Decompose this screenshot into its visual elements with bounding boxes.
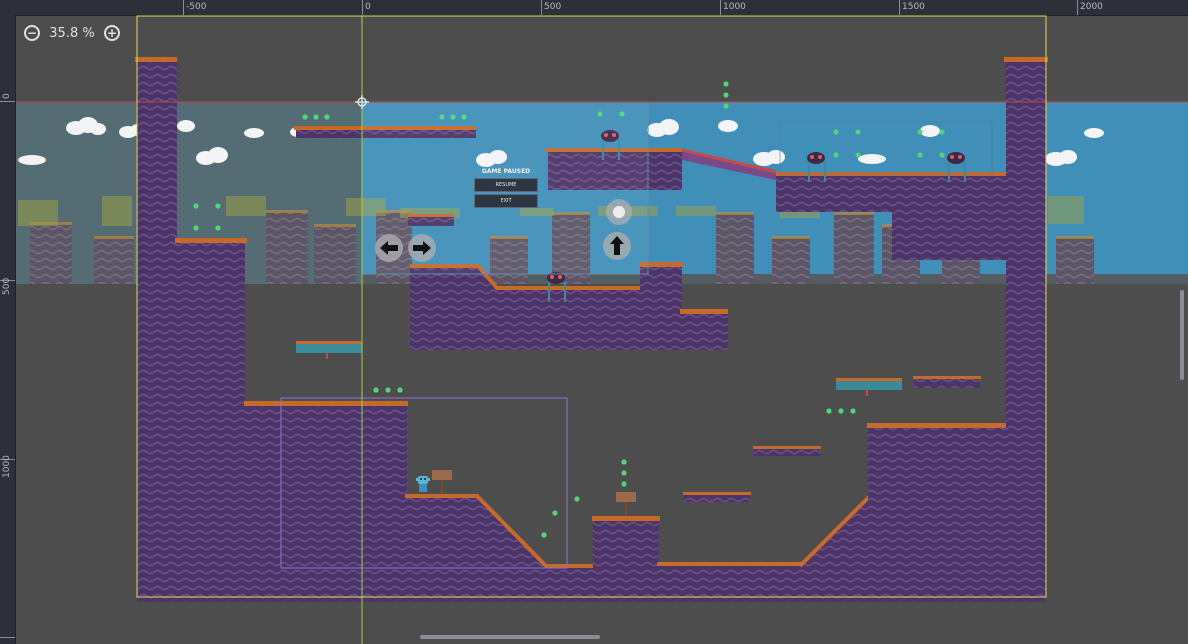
- vertical-ruler[interactable]: 0 500 1000: [0, 15, 16, 644]
- moving-platforms[interactable]: [296, 341, 902, 396]
- clouds: [18, 117, 1104, 167]
- cloud: [177, 120, 195, 132]
- player-character[interactable]: [416, 476, 430, 492]
- circle-button-icon[interactable]: [606, 199, 632, 225]
- origin-gizmo[interactable]: [355, 95, 369, 109]
- coins[interactable]: [193, 81, 945, 538]
- enemy: [807, 152, 826, 182]
- arrow-right-icon[interactable]: [408, 234, 436, 262]
- tilemap-terrain[interactable]: [135, 57, 1048, 602]
- cloud: [858, 154, 886, 164]
- enemies[interactable]: [547, 130, 966, 302]
- vertical-scrollbar[interactable]: [1180, 290, 1184, 380]
- ruler-label: 1000: [723, 2, 746, 12]
- pause-menu: GAME PAUSED RESUME EXIT: [474, 166, 538, 210]
- minus-circle-icon[interactable]: −: [24, 25, 40, 41]
- screen-limit-rect: [136, 15, 1047, 598]
- enemy: [947, 152, 966, 182]
- pause-title: GAME PAUSED: [481, 168, 531, 175]
- cloud: [647, 119, 679, 137]
- ruler-label: 500: [544, 2, 562, 12]
- exit-button[interactable]: EXIT: [474, 194, 538, 208]
- zoom-level-label: 35.8 %: [49, 25, 95, 41]
- cloud: [1045, 150, 1077, 166]
- area-rect[interactable]: [779, 121, 993, 175]
- arrow-up-icon[interactable]: [603, 232, 631, 260]
- cloud: [66, 117, 106, 135]
- arrow-left-icon[interactable]: [375, 234, 403, 262]
- cloud: [1084, 128, 1104, 138]
- enemy: [547, 272, 566, 302]
- signpost[interactable]: [616, 492, 636, 516]
- ruler-label: 2000: [1080, 2, 1103, 12]
- cloud: [476, 150, 507, 167]
- signpost[interactable]: [432, 470, 452, 494]
- cloud: [920, 125, 940, 137]
- ruler-label: 1500: [902, 2, 925, 12]
- cloud: [18, 155, 46, 165]
- plus-circle-icon[interactable]: +: [104, 25, 120, 41]
- zoom-control: − 35.8 % +: [24, 22, 120, 44]
- touch-controls[interactable]: [375, 199, 632, 262]
- ruler-label: 0: [365, 2, 371, 12]
- ruler-label: -500: [186, 2, 207, 12]
- cloud: [718, 120, 738, 132]
- horizontal-scrollbar[interactable]: [420, 635, 600, 639]
- cloud: [244, 128, 264, 138]
- enemy: [601, 130, 620, 160]
- camera-viewport-rect[interactable]: [280, 397, 568, 569]
- cloud: [196, 147, 228, 165]
- resume-button[interactable]: RESUME: [474, 178, 538, 192]
